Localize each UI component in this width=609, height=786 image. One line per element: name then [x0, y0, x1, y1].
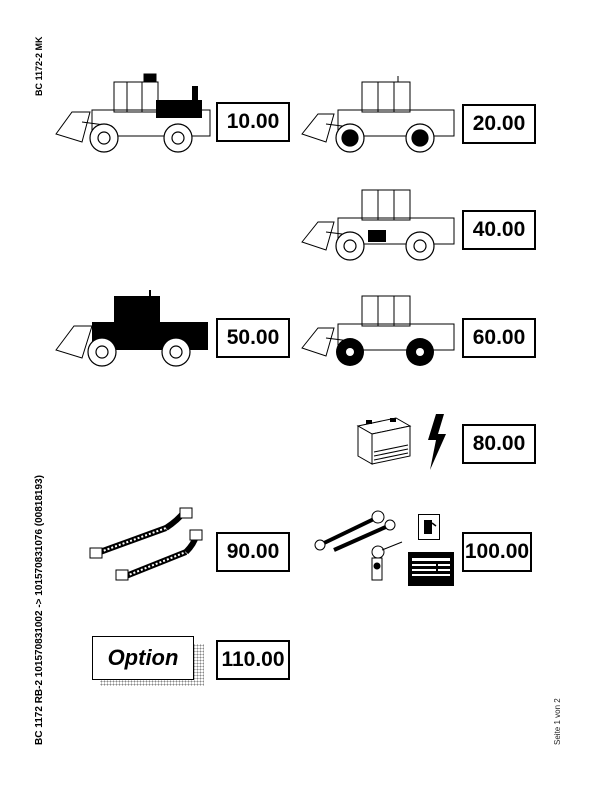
group-code-60: 60.00 [462, 318, 536, 358]
type-plate-icon [408, 552, 454, 586]
group-code-110: 110.00 [216, 640, 290, 680]
compactor-drivetrain-illustration [301, 189, 455, 261]
group-code-10: 10.00 [216, 102, 290, 142]
compactor-frame-illustration [55, 290, 208, 367]
group-code-90: 90.00 [216, 532, 290, 572]
lightning-icon [428, 414, 446, 470]
group-code-50: 50.00 [216, 318, 290, 358]
compactor-engine-illustration [55, 73, 211, 153]
battery-icon [356, 417, 412, 465]
group-code-20: 20.00 [462, 104, 536, 144]
compactor-wheels-illustration [301, 295, 455, 366]
group-code-40: 40.00 [462, 210, 536, 250]
page-number: Seite 1 von 2 [553, 698, 562, 745]
option-label: Option [92, 636, 194, 680]
compactor-brakes-illustration [301, 76, 455, 153]
key-icon [371, 541, 403, 581]
group-code-100: 100.00 [462, 532, 532, 572]
fuel-pump-icon [418, 514, 440, 540]
hydraulic-hose-icon [89, 507, 203, 581]
wrench-icon [314, 510, 396, 552]
group-code-80: 80.00 [462, 424, 536, 464]
document-code-header: BC 1172-2 MK [34, 36, 44, 96]
serial-range-label: BC 1172 RB-2 101570831002 -> 10157083107… [34, 475, 45, 745]
